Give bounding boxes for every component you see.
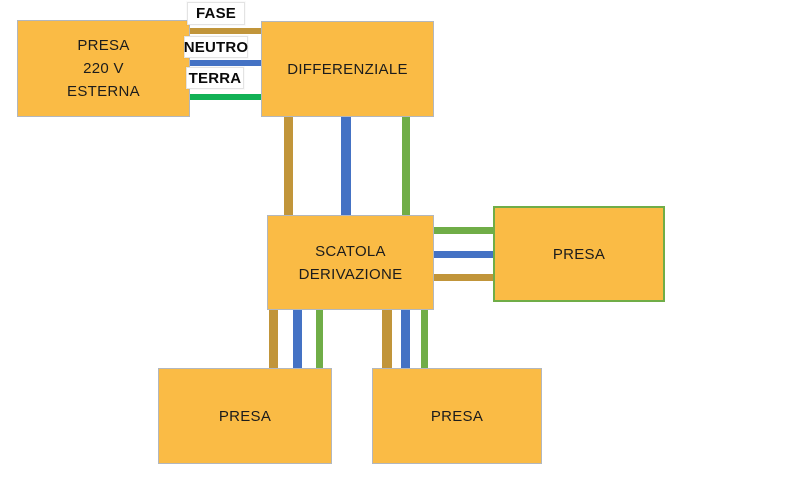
terra-wire-differenziale-scatola bbox=[402, 116, 410, 216]
fase-wire-scatola-presa-bottom-left bbox=[269, 309, 278, 369]
scatola-derivazione-box: SCATOLA DERIVAZIONE bbox=[267, 215, 434, 310]
presa-bottom-right-label: PRESA bbox=[430, 407, 484, 425]
terra-wire-horizontal bbox=[188, 94, 262, 100]
presa-right-label: PRESA bbox=[552, 245, 606, 263]
presa-esterna-line3: ESTERNA bbox=[67, 83, 140, 100]
neutro-wire-scatola-presa-bottom-left bbox=[293, 309, 302, 369]
terra-label: TERRA bbox=[186, 67, 244, 89]
differenziale-label: DIFFERENZIALE bbox=[287, 60, 408, 78]
fase-wire-scatola-presa-right bbox=[433, 274, 494, 281]
terra-wire-scatola-presa-bottom-right bbox=[421, 309, 428, 369]
scatola-line2: DERIVAZIONE bbox=[298, 265, 403, 283]
fase-wire-scatola-presa-bottom-right bbox=[382, 309, 392, 369]
presa-bottom-left-label: PRESA bbox=[218, 407, 272, 425]
presa-esterna-line1: PRESA bbox=[77, 37, 130, 54]
presa-bottom-right-box: PRESA bbox=[372, 368, 542, 464]
presa-esterna-box: PRESA 220 V ESTERNA bbox=[17, 20, 190, 117]
neutro-wire-differenziale-scatola bbox=[341, 116, 351, 216]
neutro-wire-horizontal bbox=[188, 60, 262, 66]
presa-esterna-line2: 220 V bbox=[83, 60, 124, 77]
presa-right-box: PRESA bbox=[493, 206, 665, 302]
neutro-label: NEUTRO bbox=[184, 36, 248, 58]
neutro-wire-scatola-presa-right bbox=[433, 251, 494, 258]
differenziale-box: DIFFERENZIALE bbox=[261, 21, 434, 117]
fase-wire-differenziale-scatola bbox=[284, 116, 293, 216]
scatola-line1: SCATOLA bbox=[315, 242, 386, 260]
fase-label: FASE bbox=[187, 2, 245, 25]
terra-wire-scatola-presa-bottom-left bbox=[316, 309, 323, 369]
neutro-wire-scatola-presa-bottom-right bbox=[401, 309, 410, 369]
fase-wire-horizontal bbox=[188, 28, 262, 34]
terra-wire-scatola-presa-right bbox=[433, 227, 494, 234]
presa-bottom-left-box: PRESA bbox=[158, 368, 332, 464]
